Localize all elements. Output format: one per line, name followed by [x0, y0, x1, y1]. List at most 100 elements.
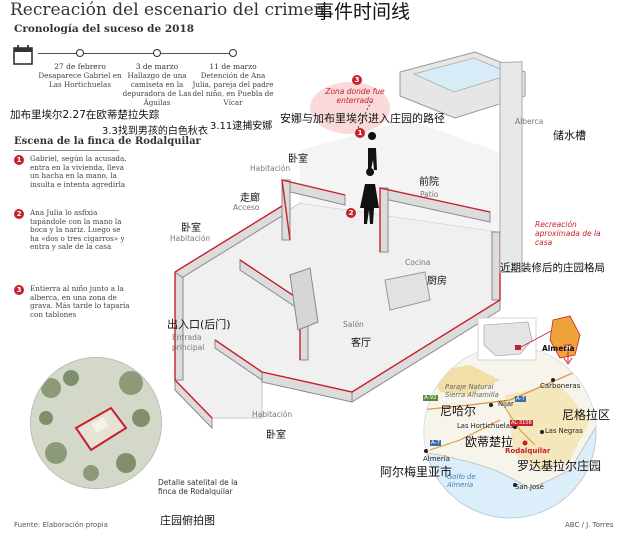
map-sanjose-label: San José [515, 483, 544, 491]
source-note: Fuente: Elaboración propia [14, 521, 108, 529]
path-label-zh: 安娜与加布里埃尔进入庄园的路径 [280, 112, 445, 125]
scene-title-rule [14, 150, 119, 151]
satellite-terrain [31, 358, 161, 488]
satellite-caption-zh: 庄园俯拍图 [160, 514, 215, 527]
timeline-date: 11 de marzo [209, 62, 257, 71]
patio-ground [300, 120, 520, 232]
arrow [563, 352, 573, 365]
woman-figure [360, 168, 379, 224]
room-label: Habitación [252, 410, 293, 419]
map-park-label-zh: 尼哈尔 [440, 404, 477, 418]
timeline: 27 de febrero Desaparece Gabriel en Las … [0, 38, 300, 138]
path-line [357, 99, 373, 129]
fireplace [289, 267, 319, 331]
marker-3: 3 [352, 75, 362, 85]
wall-cap [174, 272, 213, 419]
wall-cap [174, 205, 283, 273]
calendar-icon [13, 45, 33, 65]
scene-title: Escena de la finca de Rodalquilar [14, 136, 201, 147]
map-almeria-label-zh: 阿尔梅里亚市 [380, 465, 453, 479]
almeria-marker [564, 344, 572, 351]
timeline-dot [76, 49, 84, 57]
room-label: Salón [343, 320, 364, 329]
inset-connector [520, 329, 554, 348]
map-road-label: A-7 [430, 440, 442, 446]
wall-cap [214, 339, 263, 373]
room-label-zh: 出入口(后门) [167, 318, 231, 331]
step-number: 2 [14, 209, 24, 219]
timeline-subtitle: Cronología del suceso de 2018 [14, 23, 195, 35]
map-city-dot [489, 403, 493, 407]
step-number: 1 [14, 155, 24, 165]
wall-cap [379, 187, 491, 252]
bin [499, 61, 523, 274]
timeline-dot [229, 49, 237, 57]
room-label-zh: 厨房 [427, 276, 447, 287]
room-label: Habitación [170, 234, 211, 243]
scene-step: 1 Gabriel, según la acusada, entra en la… [14, 154, 127, 203]
room-label-zh: 储水槽 [553, 129, 586, 142]
map-city-dot [540, 430, 544, 434]
room-label: Alberca [515, 117, 544, 126]
satellite-image [30, 357, 162, 489]
timeline-event: Hallazgo de una camiseta en la depurador… [122, 71, 192, 107]
marker-2: 2 [346, 208, 356, 218]
burial-zone-label: Zona donde fue enterrado [325, 87, 385, 105]
map-hortichuelas-label-zh: 欧蒂楚拉 [465, 435, 514, 449]
map-city-dot [513, 425, 517, 429]
map-rodalquilar-label: Rodalquilar [505, 447, 551, 455]
timeline-zh-1: 加布里埃尔2.27在欧蒂楚拉失踪 [10, 109, 160, 121]
map-nijar-label: Níjar [498, 400, 514, 408]
timeline-line [38, 53, 236, 54]
room-label: Acceso [233, 203, 260, 212]
map-road-label: A-92 [423, 395, 438, 401]
map-almeria-label: Almería [423, 455, 450, 463]
timeline-event: Detención de Ana Julia, pareja del padre… [192, 71, 274, 107]
wall-cap [281, 179, 346, 241]
inset-highlight [515, 345, 521, 350]
room-label-zh: 客厅 [351, 338, 371, 349]
room-label-zh: 卧室 [181, 223, 201, 234]
map-carboneras-label: Carboneras [540, 382, 581, 390]
timeline-dot [153, 49, 161, 57]
credit-note: ABC / J. Torres [565, 521, 614, 529]
scene-step: 3 Entierra al niño junto a la alberca, e… [14, 284, 130, 345]
timeline-zh-3: 3.11逮捕安娜 [210, 121, 273, 132]
map-inset-label: Almería [542, 344, 575, 353]
step-text: Gabriel, según la acusada, entra en la v… [30, 154, 127, 189]
map-road [429, 419, 501, 451]
page-title-zh: 事件时间线 [315, 1, 411, 23]
step-number: 3 [14, 285, 24, 295]
timeline-zh-2: 3.3找到男孩的白色秋衣 [102, 126, 208, 137]
scene-step: 2 Ana Julia lo asfixia tapándole con la … [14, 208, 125, 275]
satellite-caption: Detalle satelital de la finca de Rodalqu… [158, 478, 238, 496]
room-label: Patio [420, 190, 439, 199]
map-hortichuelas-label: Las Hortichuelas [457, 422, 514, 430]
map-city-dot [522, 440, 528, 446]
room-label: Habitación [250, 164, 291, 173]
room-label-zh: 前院 [419, 177, 439, 188]
timeline-date: 3 de marzo [135, 62, 179, 71]
child-figure [368, 132, 377, 170]
marker-1: 1 [355, 128, 365, 138]
step-text: Ana Julia lo asfixia tapándole con la ma… [30, 208, 125, 252]
room-label-zh: 走廊 [240, 193, 260, 204]
room-label: Entrada principal [172, 333, 205, 352]
room-label-zh: 卧室 [288, 154, 308, 165]
page-title: Recreación del escenario del crimen [10, 0, 325, 20]
map-city-dot [424, 449, 428, 453]
recreation-label-zh: 近期装修后的庄园格局 [500, 262, 605, 274]
timeline-date: 27 de febrero [54, 62, 106, 71]
map-city-dot [551, 378, 555, 382]
room-label: Cocina [405, 258, 431, 267]
map-gulf-label: Golfo de Almería [447, 473, 476, 489]
map-road [424, 371, 576, 411]
map-road-label: AL-3108 [510, 420, 533, 426]
timeline-event: Desaparece Gabriel en Las Hortichuelas [38, 71, 122, 89]
burial-zone [310, 82, 390, 134]
map-coast-region [505, 385, 590, 470]
map-negras-label: Las Negras [545, 427, 583, 435]
step-text: Entierra al niño junto a la alberca, en … [30, 284, 130, 319]
